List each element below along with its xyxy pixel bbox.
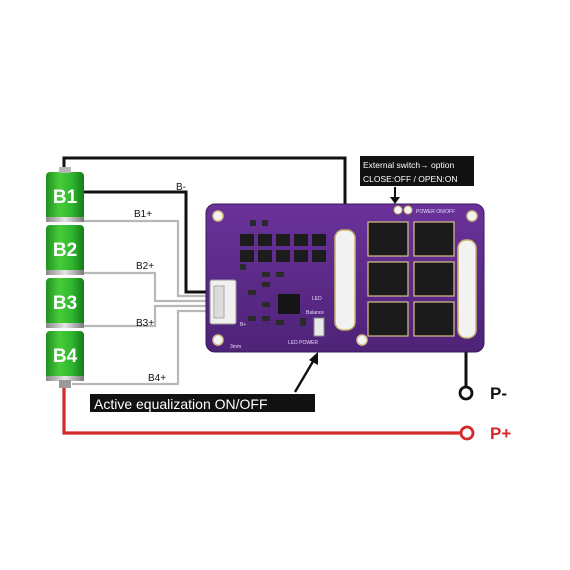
balance-silk-label: Balance <box>306 310 324 316</box>
battery-cell: B3 <box>46 278 84 328</box>
power-switch-pad <box>393 205 403 215</box>
balance-ic <box>278 294 300 314</box>
equalization-callout-text: Active equalization ON/OFF <box>94 396 268 412</box>
b3-plus-label: B3+ <box>136 318 154 329</box>
switch-button <box>313 317 325 337</box>
b-minus-label: B- <box>176 182 186 193</box>
p-plus-label: P+ <box>490 424 511 443</box>
switch-callout-line2: CLOSE:OFF / OPEN:ON <box>363 174 457 184</box>
led-silk-label: LED <box>312 296 322 302</box>
p-plus-ring <box>459 425 475 441</box>
ic-row-top <box>240 234 326 262</box>
bms-board: POWER ON/OFF LED Balance LED POWER B+ 3m… <box>205 203 485 353</box>
cell-cap <box>46 217 84 222</box>
cell-label: B2 <box>53 240 77 261</box>
p-minus-ring <box>458 385 474 401</box>
equalization-callout: Active equalization ON/OFF <box>90 352 318 412</box>
size-silk-label: 3mm <box>230 344 241 350</box>
battery-cell: B1 <box>46 172 84 222</box>
small-components <box>240 220 306 326</box>
cell-body <box>46 331 84 379</box>
cell-cap <box>46 376 84 381</box>
cell-cap <box>46 323 84 328</box>
arrow-head <box>390 197 400 204</box>
p-minus-label: P- <box>490 384 507 403</box>
p-plus-terminal: P+ <box>459 424 511 443</box>
b2-plus-label: B2+ <box>136 261 154 272</box>
mount-hole <box>212 210 224 222</box>
led-power-silk-label: LED POWER <box>288 340 318 346</box>
cell-cap <box>46 270 84 275</box>
b-plus-silk-label: B+ <box>240 322 246 328</box>
balance-wires <box>72 219 210 386</box>
external-switch-callout: External switch→ option CLOSE:OFF / OPEN… <box>360 156 474 204</box>
b1-plus-wire <box>72 219 210 298</box>
equalization-arrow <box>293 357 317 393</box>
mount-hole <box>212 334 224 346</box>
b-minus-pad <box>334 229 356 331</box>
connector-pins <box>213 285 225 319</box>
p-minus-pad <box>457 239 477 339</box>
p-plus-wire <box>62 382 461 435</box>
battery-cell: B4 <box>46 331 84 381</box>
b-minus-wire <box>72 190 210 294</box>
cell-label: B4 <box>53 346 78 367</box>
switch-callout-box <box>360 156 474 186</box>
mount-hole <box>466 210 478 222</box>
mount-hole <box>356 334 368 346</box>
cell-body <box>46 172 84 220</box>
b3-plus-wire <box>72 304 210 328</box>
mosfet-array <box>367 221 455 337</box>
arrow-head <box>309 352 318 365</box>
p-minus-terminal: P- <box>458 384 507 403</box>
cell-label: B1 <box>53 187 78 208</box>
b1-plus-label: B1+ <box>134 209 152 220</box>
switch-callout-line1: External switch→ option <box>363 160 454 170</box>
cell-body <box>46 225 84 273</box>
equalization-callout-box <box>90 394 315 412</box>
power-switch-pad <box>403 205 413 215</box>
battery-negative-terminal <box>59 380 71 388</box>
b4-plus-wire <box>72 309 210 386</box>
b4-plus-label: B4+ <box>148 373 166 384</box>
cell-body <box>46 278 84 326</box>
b2-plus-wire <box>72 271 210 303</box>
battery-cell: B2 <box>46 225 84 275</box>
power-silk-label: POWER ON/OFF <box>416 209 455 215</box>
battery-positive-terminal <box>59 167 71 173</box>
cell-label: B3 <box>53 293 77 314</box>
